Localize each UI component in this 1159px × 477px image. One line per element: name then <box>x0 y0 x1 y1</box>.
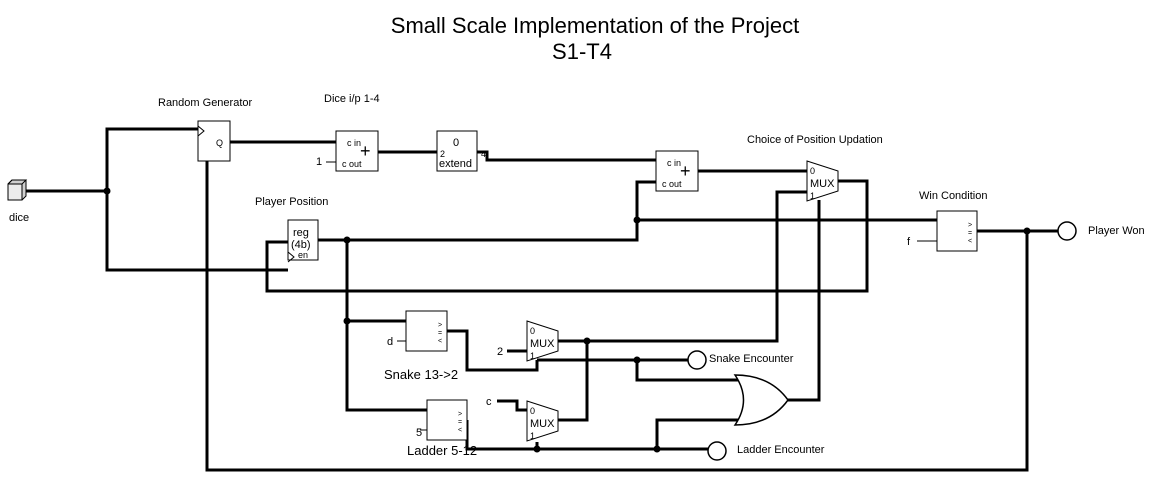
win-comparator-label: Win Condition <box>919 190 987 202</box>
random-generator-label: Random Generator <box>158 97 252 109</box>
snake-mux-text: MUX <box>530 338 555 350</box>
snake-mux-pin1: 1 <box>530 351 535 361</box>
position-mux-text: MUX <box>810 178 835 190</box>
extender-out-width: 4 <box>481 149 486 159</box>
position-mux: Choice of Position Updation 0 1 MUX <box>747 134 883 202</box>
ladder-mux-pin0: 0 <box>530 406 535 416</box>
player-register-label: Player Position <box>255 196 328 208</box>
snake-comparator-lt: < <box>438 338 442 345</box>
ladder-encounter-label: Ladder Encounter <box>737 444 825 456</box>
dice-adder-label: Dice i/p 1-4 <box>324 93 380 105</box>
random-generator-q-pin: Q <box>216 138 223 148</box>
player-register-line2: (4b) <box>291 239 311 251</box>
wires <box>26 127 1058 472</box>
ladder-comparator-label: Ladder 5-12 <box>407 443 477 458</box>
position-mux-label: Choice of Position Updation <box>747 134 883 146</box>
win-comparator-gt: > <box>968 222 972 229</box>
extender-in-width: 2 <box>440 149 445 159</box>
ladder-mux: 0 1 MUX c <box>486 396 559 442</box>
snake-comparator-label: Snake 13->2 <box>384 367 458 382</box>
win-comparator-const: f <box>907 236 911 248</box>
ladder-mux-pin1: 1 <box>530 431 535 441</box>
position-mux-pin0: 0 <box>810 166 815 176</box>
position-adder: c in c out + <box>655 150 699 192</box>
snake-mux-const: 2 <box>497 346 503 358</box>
snake-encounter-label: Snake Encounter <box>709 353 794 365</box>
position-adder-plus-icon: + <box>680 161 691 181</box>
player-won-label: Player Won <box>1088 225 1145 237</box>
ladder-comparator-const: 5 <box>416 427 422 439</box>
snake-mux: 0 1 MUX 2 <box>497 320 559 362</box>
snake-comparator-gt: > <box>438 322 442 329</box>
ladder-encounter-output: Ladder Encounter <box>707 441 825 461</box>
snake-mux-pin0: 0 <box>530 326 535 336</box>
position-adder-cout: c out <box>662 179 682 189</box>
ladder-comparator-gt: > <box>458 411 462 418</box>
random-generator: Random Generator Q <box>158 97 252 162</box>
dice-input: dice <box>7 179 29 224</box>
junction-dots <box>103 187 1031 453</box>
diagram-subtitle: S1-T4 <box>552 39 612 64</box>
win-comparator-lt: < <box>968 238 972 245</box>
extender-text: extend <box>439 158 472 170</box>
ladder-comparator-eq: = <box>458 419 462 426</box>
snake-encounter-output: Snake Encounter <box>687 350 794 370</box>
position-adder-cin: c in <box>667 158 681 168</box>
ladder-mux-text: MUX <box>530 418 555 430</box>
diagram-title: Small Scale Implementation of the Projec… <box>391 13 799 38</box>
player-register-line1: reg <box>293 227 309 239</box>
dice-adder-cin: c in <box>347 138 361 148</box>
player-won-output: Player Won <box>1057 221 1145 241</box>
dice-adder: Dice i/p 1-4 c in c out + 1 <box>316 93 380 172</box>
win-comparator-eq: = <box>968 230 972 237</box>
or-gate <box>733 374 789 426</box>
ladder-mux-const: c <box>486 396 492 408</box>
dice-adder-plus-icon: + <box>360 141 371 161</box>
win-comparator: Win Condition > = < f <box>907 190 987 252</box>
dice-adder-cout: c out <box>342 159 362 169</box>
extender-top: 0 <box>453 137 459 149</box>
snake-comparator-eq: = <box>438 330 442 337</box>
player-register: Player Position reg (4b) en <box>255 196 328 263</box>
snake-comparator: > = < d Snake 13->2 <box>384 310 458 382</box>
snake-comparator-const: d <box>387 336 393 348</box>
ladder-comparator: > = < 5 Ladder 5-12 <box>407 399 477 458</box>
position-mux-pin1: 1 <box>810 191 815 201</box>
dice-label: dice <box>9 212 29 224</box>
player-register-en: en <box>298 250 308 260</box>
ladder-comparator-lt: < <box>458 427 462 434</box>
bit-extender: 0 2 4 extend <box>436 130 486 172</box>
dice-adder-const: 1 <box>316 156 322 168</box>
